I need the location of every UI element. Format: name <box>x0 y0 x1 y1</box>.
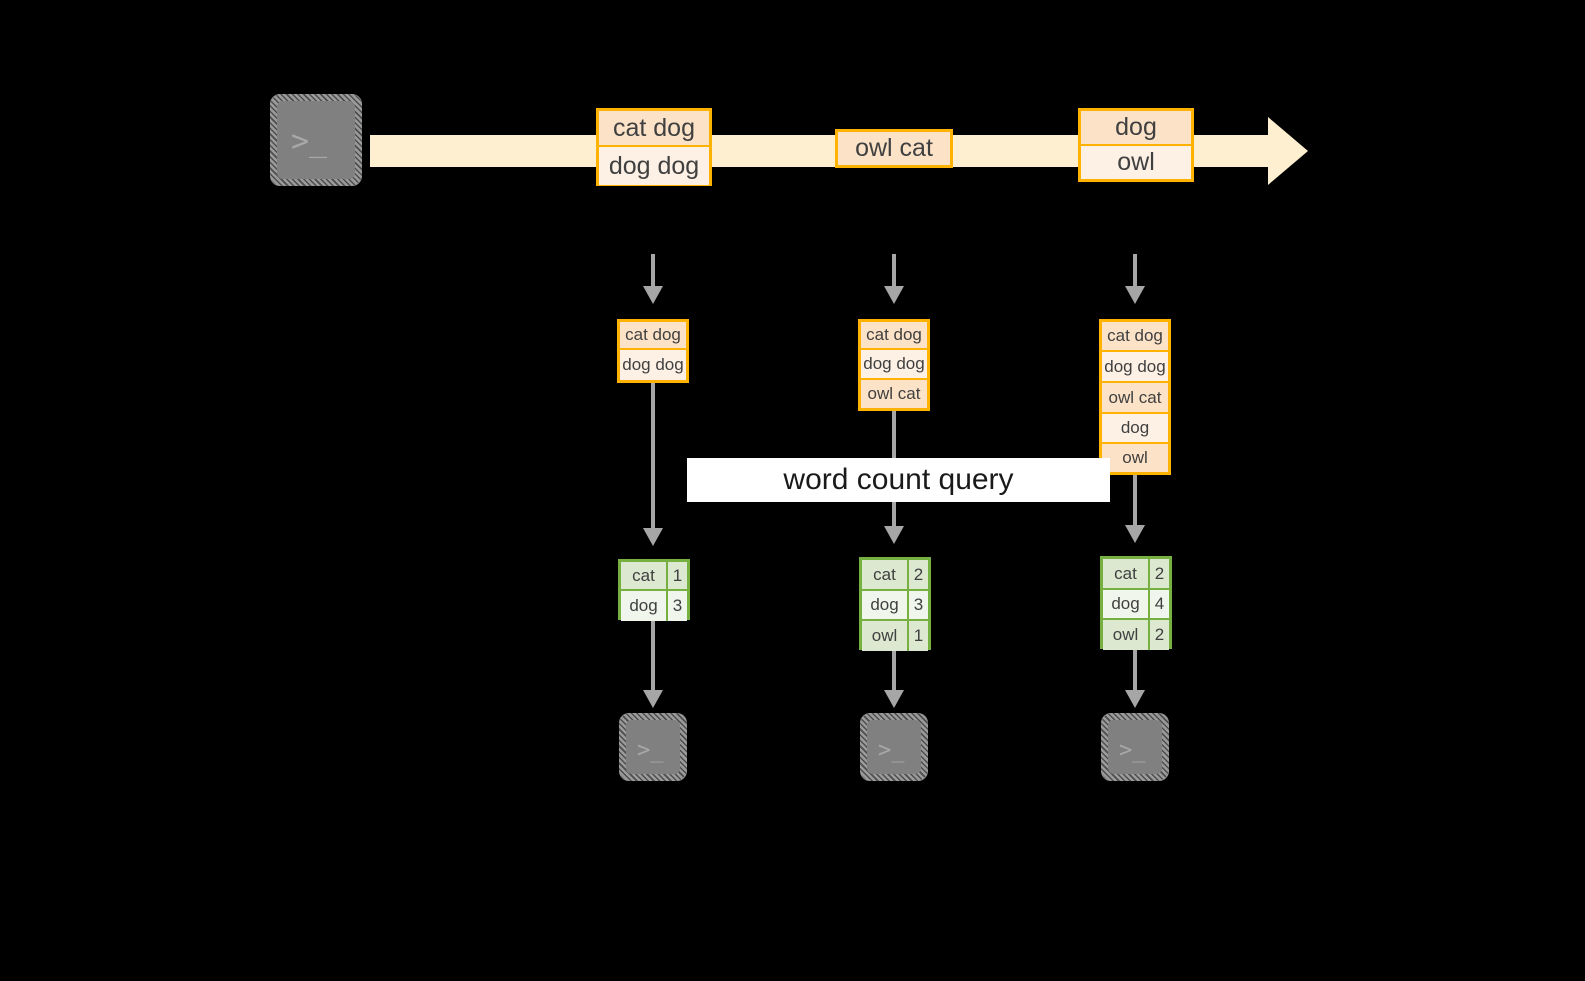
snapshot-1-sink-line <box>651 620 655 692</box>
table-row: cat 2 <box>1103 559 1169 590</box>
input-line: dog dog <box>861 350 927 380</box>
result-count: 2 <box>1150 559 1169 588</box>
input-line: cat dog <box>1102 322 1168 352</box>
result-count: 2 <box>909 560 928 589</box>
result-word: cat <box>1103 559 1150 588</box>
snapshot-2-input-table[interactable]: cat dog dog dog owl cat <box>858 319 930 411</box>
event-line: dog <box>1081 111 1191 146</box>
snapshot-3-query-arrowhead <box>1125 525 1145 543</box>
snapshot-2-result-table[interactable]: cat 2 dog 3 owl 1 <box>859 557 931 651</box>
table-row: owl 2 <box>1103 620 1169 650</box>
result-count: 4 <box>1150 590 1169 618</box>
stream-event-1[interactable]: cat dog dog dog <box>596 108 712 186</box>
snapshot-3-sink-line <box>1133 649 1137 692</box>
snapshot-3-sink-arrowhead <box>1125 690 1145 708</box>
event-line: owl cat <box>838 132 950 165</box>
terminal-prompt-glyph: >_ <box>878 738 905 763</box>
table-row: owl 1 <box>862 621 928 651</box>
snapshot-1-sink-arrowhead <box>643 690 663 708</box>
stream-event-2[interactable]: owl cat <box>835 129 953 168</box>
result-word: dog <box>1103 590 1150 618</box>
table-row: dog 4 <box>1103 590 1169 620</box>
event-line: cat dog <box>599 111 709 147</box>
event-line: owl <box>1081 146 1191 179</box>
snapshot-1-tap-line <box>651 254 655 288</box>
table-row: dog 3 <box>621 591 687 621</box>
input-line: dog dog <box>1102 352 1168 383</box>
snapshot-3-tap-arrowhead <box>1125 286 1145 304</box>
terminal-prompt-glyph: >_ <box>291 124 328 159</box>
snapshot-3-input-table[interactable]: cat dog dog dog owl cat dog owl <box>1099 319 1171 475</box>
snapshot-1-query-line <box>651 383 655 531</box>
snapshot-1-sink-terminal-icon: >_ <box>619 713 687 781</box>
snapshot-3-tap-line <box>1133 254 1137 288</box>
snapshot-2-tap-line <box>892 254 896 288</box>
snapshot-2-query-arrowhead <box>884 526 904 544</box>
snapshot-1-input-table[interactable]: cat dog dog dog <box>617 319 689 383</box>
snapshot-2-sink-arrowhead <box>884 690 904 708</box>
snapshot-2-tap-arrowhead <box>884 286 904 304</box>
result-count: 2 <box>1150 620 1169 650</box>
table-row: dog 3 <box>862 591 928 621</box>
input-line: owl cat <box>1102 383 1168 414</box>
event-line: dog dog <box>599 147 709 185</box>
input-line: cat dog <box>861 322 927 350</box>
snapshot-2-sink-terminal-icon: >_ <box>860 713 928 781</box>
input-line: owl cat <box>861 380 927 408</box>
snapshot-3-result-table[interactable]: cat 2 dog 4 owl 2 <box>1100 556 1172 650</box>
input-line: owl <box>1102 444 1168 472</box>
table-row: cat 1 <box>621 562 687 591</box>
result-count: 1 <box>668 562 687 589</box>
result-word: owl <box>1103 620 1150 650</box>
input-line: dog dog <box>620 350 686 380</box>
terminal-prompt-glyph: >_ <box>1119 738 1146 763</box>
snapshot-1-result-table[interactable]: cat 1 dog 3 <box>618 559 690 621</box>
input-line: cat dog <box>620 322 686 350</box>
stream-timeline-arrowhead <box>1268 117 1308 185</box>
snapshot-1-query-arrowhead <box>643 528 663 546</box>
result-word: dog <box>862 591 909 619</box>
result-count: 1 <box>909 621 928 651</box>
result-word: cat <box>621 562 668 589</box>
result-word: cat <box>862 560 909 589</box>
result-count: 3 <box>668 591 687 621</box>
result-word: dog <box>621 591 668 621</box>
stream-event-3[interactable]: dog owl <box>1078 108 1194 182</box>
snapshot-3-sink-terminal-icon: >_ <box>1101 713 1169 781</box>
result-word: owl <box>862 621 909 651</box>
result-count: 3 <box>909 591 928 619</box>
source-terminal-icon: >_ <box>270 94 362 186</box>
snapshot-1-tap-arrowhead <box>643 286 663 304</box>
input-line: dog <box>1102 414 1168 444</box>
snapshot-3-query-line <box>1133 475 1137 527</box>
terminal-prompt-glyph: >_ <box>637 738 664 763</box>
query-label: word count query <box>687 458 1110 502</box>
table-row: cat 2 <box>862 560 928 591</box>
snapshot-2-sink-line <box>892 650 896 692</box>
